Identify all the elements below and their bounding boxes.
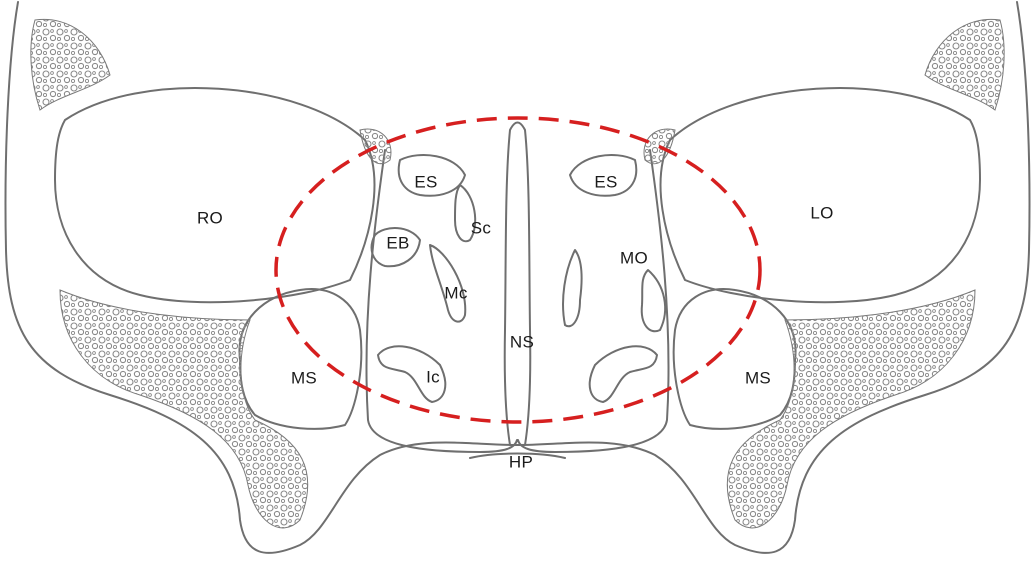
nasal-septum-outline <box>505 123 531 446</box>
label-superior-concha: Sc <box>471 220 491 237</box>
label-ethmoid-sinus-right: ES <box>414 174 437 191</box>
label-nasal-septum: NS <box>510 334 534 351</box>
left-orbit-outline <box>661 88 980 302</box>
label-ethmoid-sinus-left: ES <box>594 174 617 191</box>
left-maxillary-sinus-outline <box>674 289 796 429</box>
left-middle-concha <box>642 270 665 331</box>
label-right-orbit: RO <box>197 210 223 227</box>
label-maxillary-ostium: MO <box>620 250 648 267</box>
bone-texture-top-right <box>31 19 110 110</box>
label-maxillary-sinus-left: MS <box>745 370 771 387</box>
right-maxillary-sinus-outline <box>239 289 361 429</box>
label-hard-palate: HP <box>509 454 533 471</box>
label-middle-concha: Mc <box>444 285 467 302</box>
left-inferior-concha <box>590 346 657 402</box>
bone-texture-left-cheek <box>727 290 975 528</box>
label-left-orbit: LO <box>810 205 833 222</box>
bone-texture-top-left <box>925 19 1004 110</box>
label-inferior-concha: Ic <box>426 369 440 386</box>
right-orbit-outline <box>55 88 374 302</box>
label-ethmoid-bulla: EB <box>386 235 409 252</box>
left-superior-concha <box>563 250 582 326</box>
highlight-circle <box>276 118 760 422</box>
bone-texture-right-cheek <box>60 290 308 528</box>
label-maxillary-sinus-right: MS <box>291 370 317 387</box>
